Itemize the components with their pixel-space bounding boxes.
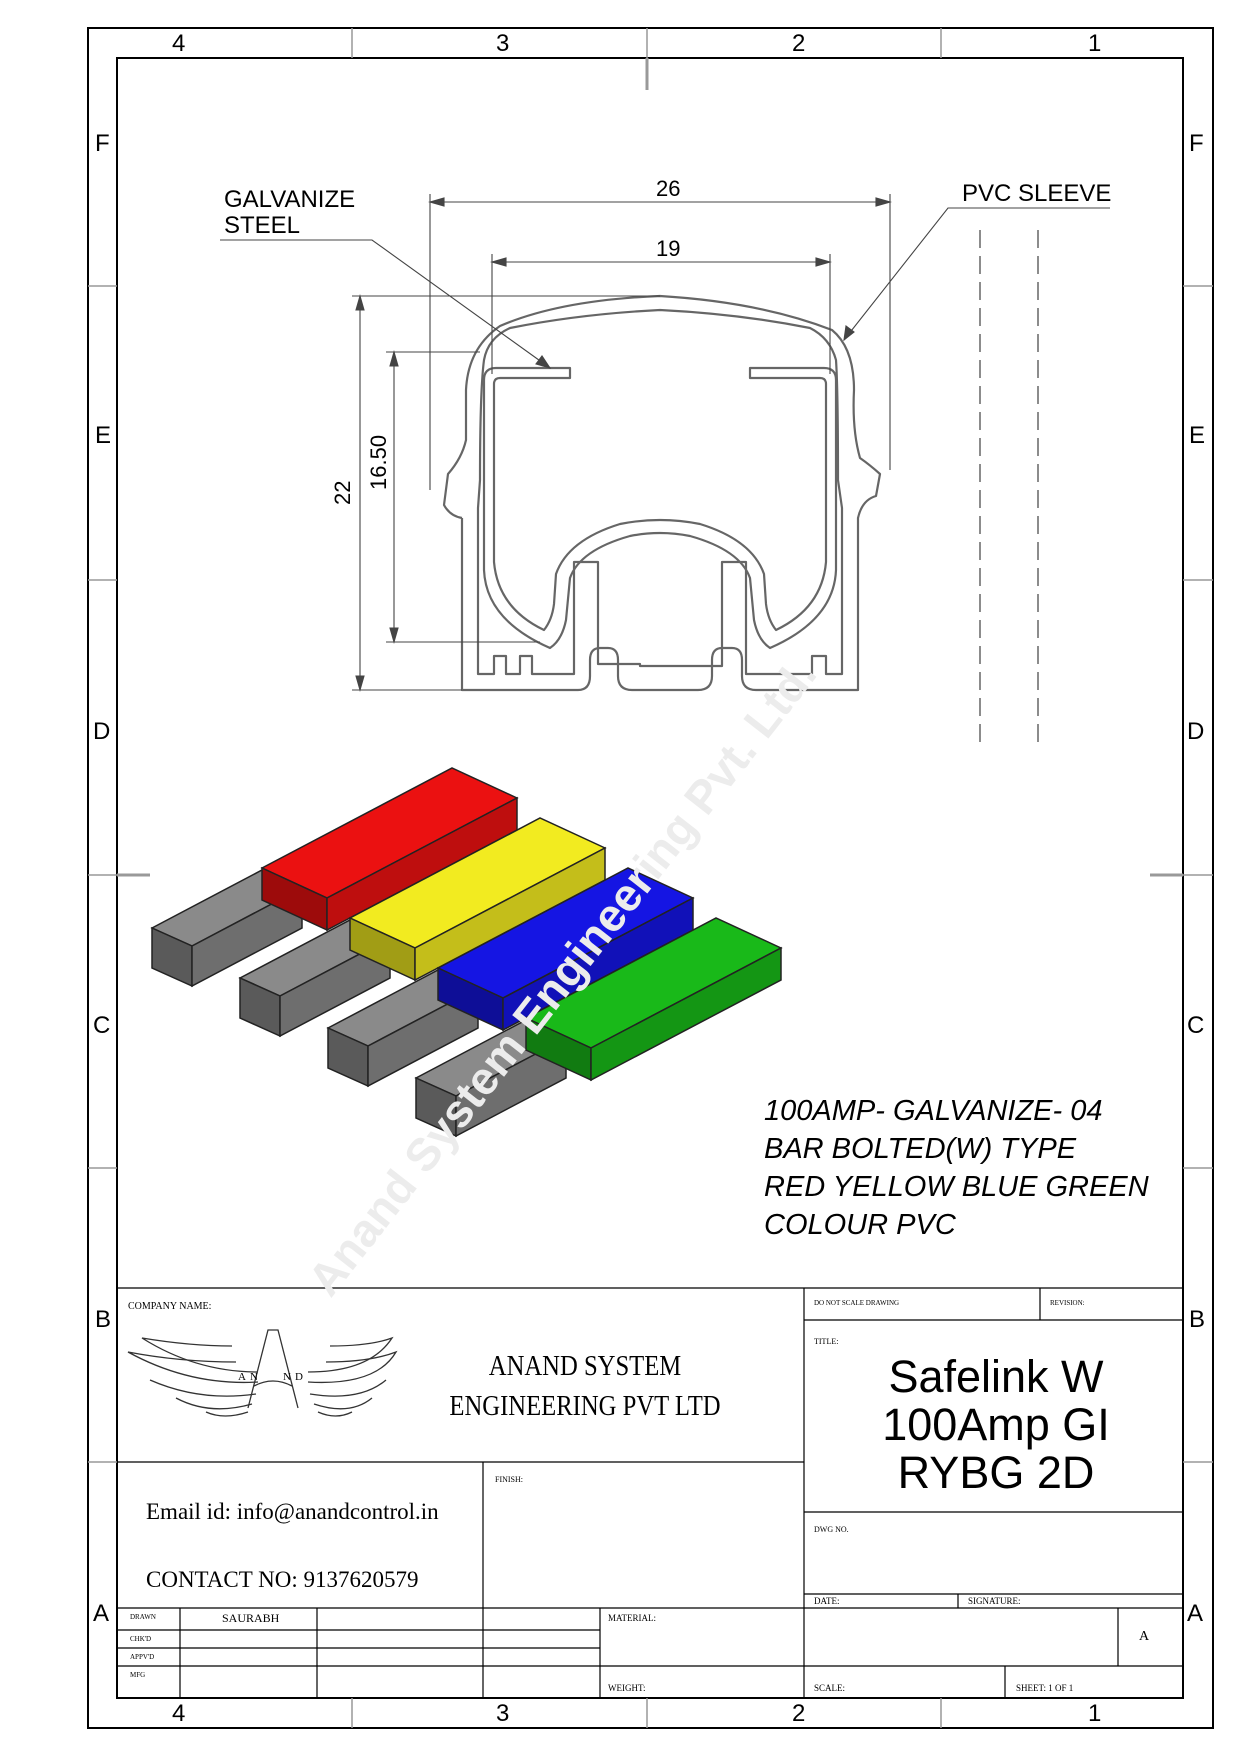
title-label: TITLE: bbox=[814, 1337, 839, 1346]
company-name-line-2: ENGINEERING PVT LTD bbox=[449, 1390, 721, 1422]
callout-steel: STEEL bbox=[224, 212, 301, 239]
drawn-by: SAURABH bbox=[222, 1611, 280, 1625]
sheet-size: A bbox=[1139, 1629, 1150, 1644]
mfg-label: MFG bbox=[130, 1671, 146, 1679]
dim-16-50: 16.50 bbox=[366, 434, 391, 490]
drawing-title-line-2: 100Amp GI bbox=[882, 1399, 1110, 1450]
zone-col-1-top: 1 bbox=[1088, 30, 1102, 57]
bar-3-channel-side bbox=[455, 1036, 567, 1138]
outer-border bbox=[87, 27, 1214, 1729]
checked-label: CHK'D bbox=[130, 1635, 152, 1643]
note-line-1: 100AMP- GALVANIZE- 04 bbox=[764, 1095, 1103, 1127]
zone-row-d-left: D bbox=[93, 718, 111, 745]
dwg-no-label: DWG NO. bbox=[814, 1525, 849, 1534]
pvc-sleeve-outer bbox=[442, 294, 882, 692]
zone-row-b-right: B bbox=[1189, 1306, 1206, 1333]
zone-row-e-left: E bbox=[95, 422, 112, 449]
dim-22: 22 bbox=[330, 480, 355, 505]
zone-col-4-bottom: 4 bbox=[172, 1700, 186, 1727]
zone-col-2-bottom: 2 bbox=[792, 1700, 806, 1727]
dimension-lines bbox=[220, 194, 1110, 693]
galvanize-steel-channel bbox=[482, 366, 838, 650]
company-logo bbox=[127, 1329, 398, 1417]
drawing-title-line-3: RYBG 2D bbox=[897, 1447, 1095, 1498]
profile-section bbox=[442, 294, 882, 692]
pvc-sleeve-inner bbox=[476, 308, 844, 676]
do-not-scale-label: DO NOT SCALE DRAWING bbox=[814, 1299, 900, 1307]
logo-letter-d: D bbox=[295, 1371, 303, 1383]
callout-galvanize: GALVANIZE bbox=[224, 186, 356, 213]
scale-label: SCALE: bbox=[814, 1683, 846, 1693]
zone-row-a-left: A bbox=[93, 1600, 110, 1627]
zone-col-3-bottom: 3 bbox=[496, 1700, 510, 1727]
zone-row-a-right: A bbox=[1187, 1600, 1204, 1627]
bar-3-sleeve-side bbox=[590, 946, 782, 1082]
dim-26: 26 bbox=[656, 176, 681, 201]
bar-1-channel-side bbox=[279, 936, 391, 1038]
inner-border bbox=[116, 57, 1184, 1699]
note-line-3: RED YELLOW BLUE GREEN bbox=[764, 1171, 1149, 1203]
sheet-label: SHEET: 1 OF 1 bbox=[1016, 1683, 1074, 1693]
title-block-grid bbox=[117, 1287, 1183, 1698]
zone-row-d-right: D bbox=[1187, 718, 1205, 745]
centre-lines bbox=[979, 230, 1039, 748]
contact-number: CONTACT NO: 9137620579 bbox=[146, 1567, 419, 1592]
zone-row-c-right: C bbox=[1187, 1012, 1205, 1039]
zone-col-4-top: 4 bbox=[172, 30, 186, 57]
zone-col-3-top: 3 bbox=[496, 30, 510, 57]
zone-row-f-right: F bbox=[1189, 130, 1204, 157]
note-line-2: BAR BOLTED(W) TYPE bbox=[764, 1133, 1077, 1165]
date-label: DATE: bbox=[814, 1596, 840, 1606]
bar-0-channel-side bbox=[191, 886, 303, 988]
drawn-label: DRAWN bbox=[130, 1613, 156, 1621]
material-label: MATERIAL: bbox=[608, 1613, 656, 1623]
dim-19: 19 bbox=[656, 236, 681, 261]
weight-label: WEIGHT: bbox=[608, 1683, 646, 1693]
zone-row-b-left: B bbox=[95, 1306, 112, 1333]
zone-row-c-left: C bbox=[93, 1012, 111, 1039]
logo-letter-a: A bbox=[238, 1371, 246, 1383]
approved-label: APPV'D bbox=[130, 1653, 155, 1661]
revision-label: REVISION: bbox=[1050, 1299, 1085, 1307]
zone-dividers bbox=[88, 28, 1213, 1728]
finish-label: FINISH: bbox=[495, 1475, 524, 1484]
callout-pvc-sleeve: PVC SLEEVE bbox=[962, 180, 1112, 207]
email-id: Email id: info@anandcontrol.in bbox=[146, 1499, 439, 1524]
company-name-label: COMPANY NAME: bbox=[128, 1301, 212, 1312]
note-line-4: COLOUR PVC bbox=[764, 1209, 956, 1241]
company-name-line-1: ANAND SYSTEM bbox=[488, 1350, 682, 1382]
center-marks bbox=[117, 58, 1183, 877]
logo-letter-n: N bbox=[250, 1371, 258, 1383]
zone-row-e-right: E bbox=[1189, 422, 1206, 449]
drawing-title-line-1: Safelink W bbox=[888, 1351, 1104, 1402]
colour-bars bbox=[150, 767, 783, 1138]
bar-2-channel-side bbox=[367, 986, 479, 1088]
logo-letter-n2: N bbox=[283, 1371, 291, 1383]
zone-col-2-top: 2 bbox=[792, 30, 806, 57]
zone-col-1-bottom: 1 bbox=[1088, 1700, 1102, 1727]
zone-row-f-left: F bbox=[95, 130, 110, 157]
signature-label: SIGNATURE: bbox=[968, 1596, 1021, 1606]
